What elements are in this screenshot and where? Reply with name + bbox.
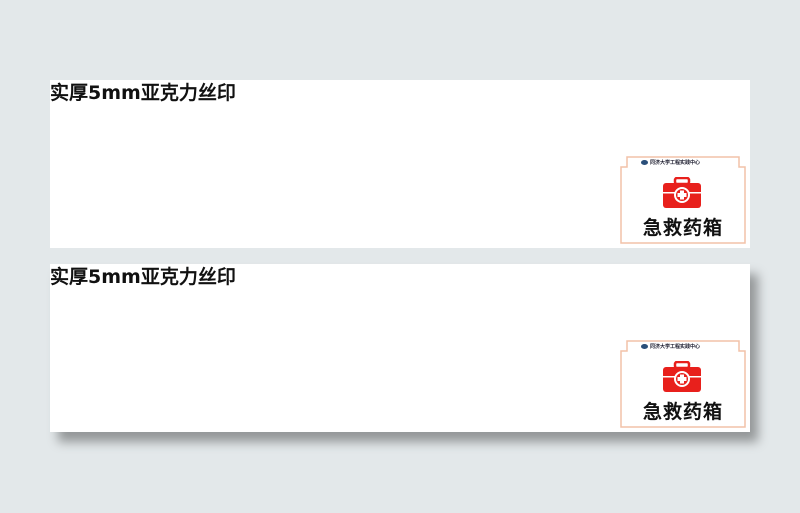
- first-aid-kit-icon: [663, 361, 701, 392]
- first-aid-sign: 同济大学工程实践中心 急救药箱: [619, 339, 747, 429]
- first-aid-sign: 同济大学工程实践中心 急救药箱: [619, 155, 747, 245]
- org-name: 同济大学工程实践中心: [649, 344, 702, 350]
- caption: 实厚5mm亚克力丝印: [50, 82, 236, 104]
- sign-title: 急救药箱: [642, 217, 723, 239]
- logo-icon: [641, 344, 648, 349]
- caption: 实厚5mm亚克力丝印: [50, 266, 236, 288]
- org-name: 同济大学工程实践中心: [649, 160, 702, 166]
- logo-icon: [641, 160, 648, 165]
- sign-title: 急救药箱: [642, 401, 723, 423]
- first-aid-kit-icon: [663, 177, 701, 208]
